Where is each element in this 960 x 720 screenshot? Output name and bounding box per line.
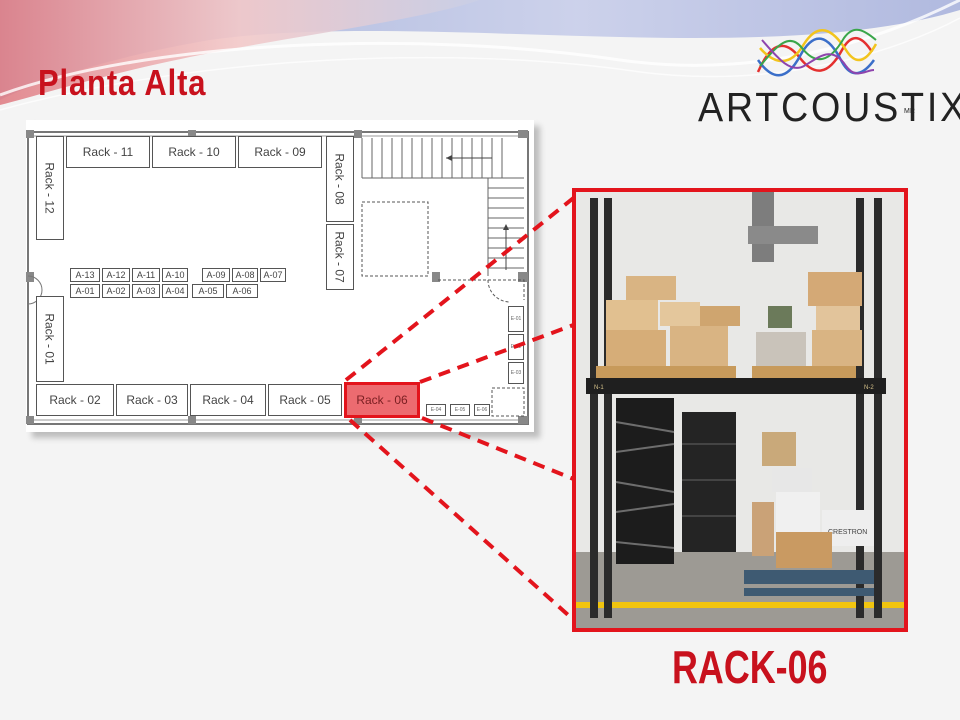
bin-e01: E-01	[508, 306, 524, 332]
rack-caption: RACK-06	[672, 641, 828, 693]
shelf-tag-n2: N-2	[864, 385, 874, 391]
bin-e05: E-05	[450, 404, 470, 416]
artcoustix-logo-icon	[756, 28, 878, 77]
rack-photo-illustration: N-1 N-2 CRESTRON	[576, 192, 904, 628]
rack-12: Rack - 12	[36, 136, 64, 240]
rack-04: Rack - 04	[190, 384, 266, 416]
shelf-a06: A-06	[226, 284, 258, 298]
rack-05: Rack - 05	[268, 384, 342, 416]
shelf-a13: A-13	[70, 268, 100, 282]
shelf-tag-n1: N-1	[594, 385, 604, 391]
page-title: Planta Alta	[38, 62, 207, 103]
shelf-a07: A-07	[260, 268, 286, 282]
bin-e03: E-03	[508, 362, 524, 384]
shelf-a10: A-10	[162, 268, 188, 282]
bin-e04: E-04	[426, 404, 446, 416]
bin-e02: E-02	[508, 334, 524, 360]
rack-06-highlighted: Rack - 06	[344, 382, 420, 418]
shelf-a11: A-11	[132, 268, 160, 282]
rack-photo: N-1 N-2 CRESTRON	[572, 188, 908, 632]
shelf-a05: A-05	[192, 284, 224, 298]
rack-02: Rack - 02	[36, 384, 114, 416]
shelf-a09: A-09	[202, 268, 230, 282]
rack-01: Rack - 01	[36, 296, 64, 382]
rack-10: Rack - 10	[152, 136, 236, 168]
brand-trademark: MR	[904, 108, 915, 115]
rack-08: Rack - 08	[326, 136, 354, 222]
shelf-a04: A-04	[162, 284, 188, 298]
floor-plan: Rack - 11 Rack - 10 Rack - 09 Rack - 12 …	[26, 120, 534, 432]
crestron-box-label: CRESTRON	[828, 529, 867, 536]
rack-09: Rack - 09	[238, 136, 322, 168]
shelf-a01: A-01	[70, 284, 100, 298]
brand-name: ARTCOUSTIX	[698, 84, 960, 130]
shelf-a08: A-08	[232, 268, 258, 282]
rack-11: Rack - 11	[66, 136, 150, 168]
shelf-a02: A-02	[102, 284, 130, 298]
shelf-a03: A-03	[132, 284, 160, 298]
rack-03: Rack - 03	[116, 384, 188, 416]
rack-07: Rack - 07	[326, 224, 354, 290]
bin-e06: E-06	[474, 404, 490, 416]
shelf-a12: A-12	[102, 268, 130, 282]
